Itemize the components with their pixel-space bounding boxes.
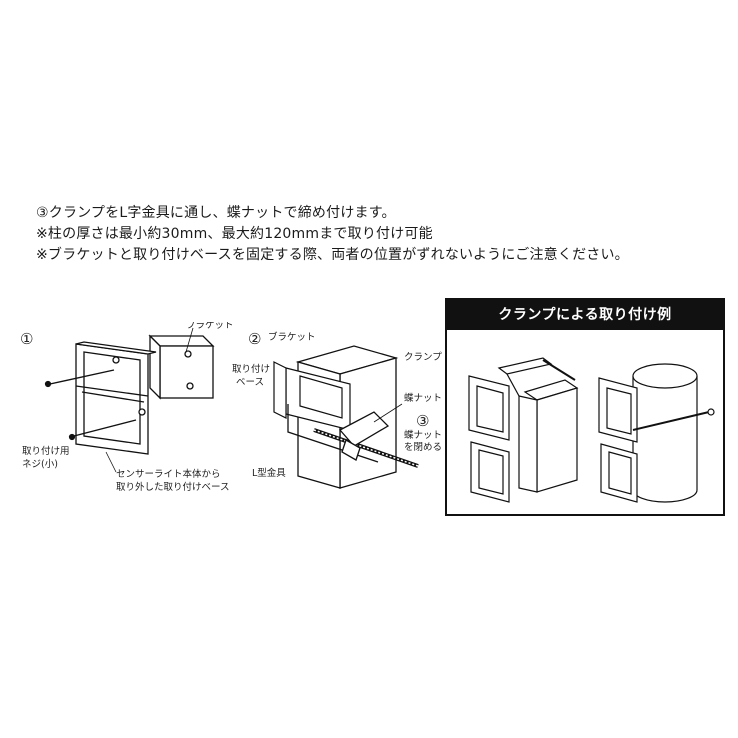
wingnut-label: 蝶ナット [404,392,442,404]
figure-step2: ② ブラケット 取り付け ベース クランプ 蝶ナット ③ 蝶ナット を閉める [228,322,450,502]
screws [44,369,137,441]
bracket-label-2: ブラケット [268,331,316,343]
figure-step1: ① ブラケット 取り付け用 ネジ(小) [18,322,248,502]
screw-label-1: 取り付け用 [22,446,70,457]
mounting-base [75,341,157,455]
clamp-example-title: クランプによる取り付け例 [447,300,723,330]
base-label-1: センサーライト本体から [116,468,221,480]
tighten-label-1: 蝶ナット [404,429,442,441]
bracket-label: ブラケット [186,322,234,331]
instruction-step3: ③クランプをL字金具に通し、蝶ナットで締め付けます。 [36,205,396,221]
figure-step1-drawing: ① ブラケット 取り付け用 ネジ(小) [20,322,234,493]
base-label-a: 取り付け [232,364,270,375]
clamp-example-box: クランプによる取り付け例 [445,298,725,516]
bracket-block [148,334,215,400]
square-pillar-example [468,357,579,503]
bracket-leader [185,327,194,353]
instruction-note-alignment: ※ブラケットと取り付けベースを固定する際、両者の位置がずれないようにご注意くださ… [36,247,629,263]
tighten-label-2: を閉める [404,442,442,453]
base-leader [105,451,117,473]
lbracket-label: L型金具 [252,467,286,479]
step2-number: ② [248,330,261,348]
clamp-example-drawing [468,357,715,503]
instructions: ③クランプをL字金具に通し、蝶ナットで締め付けます。 ※柱の厚さは最小約30mm… [36,203,716,266]
screw-label-2: ネジ(小) [22,459,58,470]
mounted-bracket [273,361,351,431]
step1-number: ① [20,330,33,348]
figure-step2-drawing: ② ブラケット 取り付け ベース クランプ 蝶ナット ③ 蝶ナット を閉める [232,330,442,489]
base-label-b: ベース [236,377,264,388]
base-label-2: 取り外した取り付けベース [116,481,230,493]
clamp-label: クランプ [404,352,442,363]
step3-number: ③ [416,412,429,430]
wingnut-leader [373,403,403,423]
round-pillar-example [598,363,715,503]
instruction-note-thickness: ※柱の厚さは最小約30mm、最大約120mmまで取り付け可能 [36,226,433,242]
